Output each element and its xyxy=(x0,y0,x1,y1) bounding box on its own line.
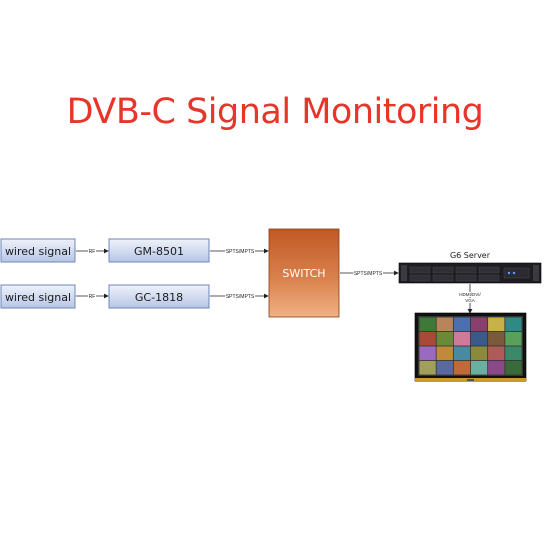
monitor-video-tile xyxy=(419,331,436,346)
monitor-video-tile xyxy=(436,346,453,361)
device-label-gm-8501: GM-8501 xyxy=(134,245,184,258)
display-link-label-line2: VGA xyxy=(465,298,475,303)
monitor-video-tile xyxy=(436,360,453,375)
spts-label-1: SPTS/MPTS xyxy=(226,249,255,255)
device-box-gc-1818 xyxy=(108,284,210,309)
monitor-video-tile xyxy=(488,360,505,375)
device-box-gm-8501 xyxy=(108,238,210,263)
multiviewer-monitor-icon xyxy=(414,312,527,382)
switch-label: SWITCH xyxy=(282,267,325,280)
monitor-video-tile xyxy=(470,346,488,361)
monitor-video-tile xyxy=(470,331,488,346)
device-label-gc-1818: GC-1818 xyxy=(135,291,183,304)
monitor-video-tile xyxy=(470,317,488,332)
monitor-video-tile xyxy=(419,346,436,361)
rf-label-1: RF xyxy=(89,249,96,255)
monitor-video-tile xyxy=(505,331,522,346)
monitor-video-tile xyxy=(453,331,471,346)
monitor-video-tile xyxy=(505,317,522,332)
monitor-video-tile xyxy=(453,317,471,332)
display-link-label-line1: HDMI/DVI/ xyxy=(459,292,481,297)
page-title: DVB-C Signal Monitoring xyxy=(66,92,484,132)
wired-signal-label-1: wired signal xyxy=(5,245,71,258)
monitor-video-tile xyxy=(453,346,471,361)
monitor-video-tile xyxy=(505,360,522,375)
spts-label-2: SPTS/MPTS xyxy=(226,294,255,300)
wired-signal-box-1 xyxy=(0,238,76,263)
wired-signal-label-2: wired signal xyxy=(5,291,71,304)
monitor-video-tile xyxy=(436,317,453,332)
monitor-video-tile xyxy=(488,346,505,361)
monitor-video-tile xyxy=(419,360,436,375)
wired-signal-box-2 xyxy=(0,284,76,309)
monitor-video-tile xyxy=(470,360,488,375)
monitor-video-tile xyxy=(419,317,436,332)
rf-label-2: RF xyxy=(89,294,96,300)
switch-box xyxy=(268,228,340,318)
switch-output-label: SPTS/MPTS xyxy=(354,271,383,277)
monitor-video-tile xyxy=(488,331,505,346)
server-label: G6 Server xyxy=(450,251,491,260)
monitor-video-tile xyxy=(505,346,522,361)
monitor-video-tile xyxy=(488,317,505,332)
monitor-video-tile xyxy=(453,360,471,375)
rack-server-icon xyxy=(398,262,542,284)
monitor-video-tile xyxy=(436,331,453,346)
